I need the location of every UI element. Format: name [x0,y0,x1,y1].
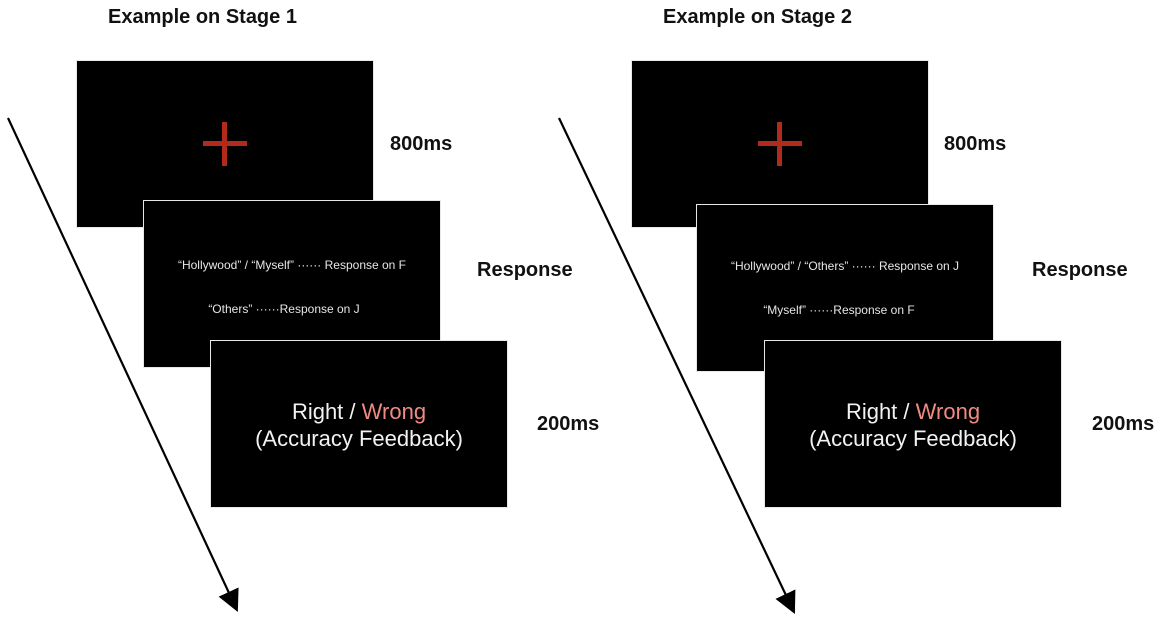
time-arrow-icon [558,117,796,614]
time-arrow-icon [7,117,239,612]
response-instruction-line-2: “Others” ······Response on J [208,302,360,316]
response-screen: “Hollywood” / “Myself” ······ Response o… [143,200,441,368]
feedback-line-2: (Accuracy Feedback) [809,426,1017,451]
stage-1-title: Example on Stage 1 [108,6,297,28]
feedback-duration: 200ms [1092,413,1155,435]
response-label: Response [1032,259,1128,281]
feedback-line-1: Right / Wrong [211,398,507,425]
feedback-duration: 200ms [537,413,600,435]
feedback-line-2: (Accuracy Feedback) [255,426,463,451]
feedback-screen: Right / Wrong (Accuracy Feedback) [210,340,508,508]
response-instruction-line-1: “Hollywood” / “Others” ······ Response o… [730,259,960,273]
response-instruction-line-1: “Hollywood” / “Myself” ······ Response o… [177,258,407,272]
feedback-right-label: Right / [845,399,910,424]
stage-2-panel: Example on Stage 2 “Hollywood” / “Others… [555,0,1154,620]
fixation-cross-icon [758,122,802,166]
fixation-duration: 800ms [390,133,453,155]
feedback-wrong-label: Wrong [361,399,427,424]
fixation-duration: 800ms [944,133,1007,155]
response-label: Response [477,259,573,281]
feedback-right-label: Right / [291,399,356,424]
feedback-line-1: Right / Wrong [765,398,1061,425]
stage-2-title: Example on Stage 2 [663,6,852,28]
fixation-screen [631,60,929,228]
feedback-screen: Right / Wrong (Accuracy Feedback) [764,340,1062,508]
stage-1-panel: Example on Stage 1 “Hollywood” / “Myself… [7,6,599,612]
fixation-cross-icon [203,122,247,166]
response-instruction-line-2: “Myself” ······Response on F [763,303,915,317]
feedback-wrong-label: Wrong [915,399,981,424]
